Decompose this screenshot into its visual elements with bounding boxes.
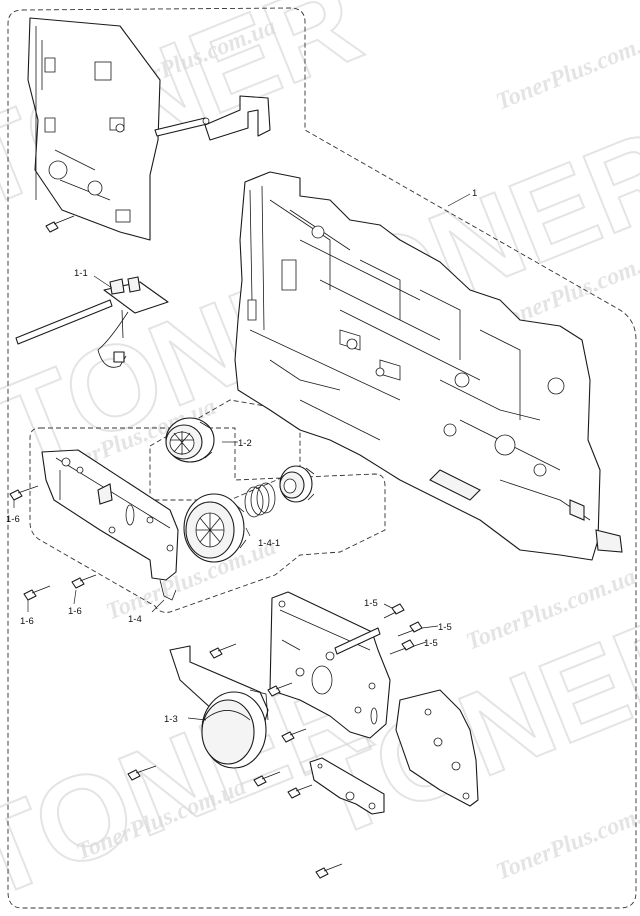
callout-frame: 1 bbox=[472, 188, 477, 199]
leader-lines bbox=[13, 193, 471, 721]
rear-bracket-plate bbox=[395, 689, 479, 807]
callout-labels: 1 1-1 1-2 1-4-1 1-6 1-6 1-6 1-4 1-5 1-5 … bbox=[6, 188, 477, 725]
callout-gear-small: 1-2 bbox=[238, 438, 252, 449]
screw-1-6-b bbox=[23, 585, 51, 601]
link-bar-part bbox=[309, 757, 385, 815]
callout-screw-1-5-a: 1-5 bbox=[364, 598, 378, 609]
callout-motor: 1-3 bbox=[164, 714, 178, 725]
motor-mount-plate bbox=[269, 591, 391, 739]
screws-1-5 bbox=[383, 603, 423, 655]
callout-sensor: 1-1 bbox=[74, 268, 88, 279]
screws-1-6 bbox=[9, 485, 97, 601]
callout-gear-spring: 1-4-1 bbox=[258, 538, 280, 549]
callout-screw-1-5-c: 1-5 bbox=[424, 638, 438, 649]
left-side-frame-plate bbox=[27, 17, 271, 241]
screw-1-5-c bbox=[389, 639, 415, 655]
sensor-part bbox=[15, 276, 169, 368]
spring-gear-part bbox=[244, 465, 315, 518]
callout-screw-1-6-c: 1-6 bbox=[68, 606, 82, 617]
screw-1-5-b bbox=[397, 621, 423, 637]
screw-1-6-c bbox=[71, 574, 97, 589]
gear-plate-part bbox=[41, 449, 179, 601]
callout-screw-1-6-a: 1-6 bbox=[6, 514, 20, 525]
main-frame-part bbox=[234, 171, 623, 561]
screw-top-plate bbox=[45, 215, 75, 233]
plate-assembly-outline bbox=[29, 427, 386, 613]
watermark-site-2: TonerPlus.com.ua bbox=[493, 24, 640, 116]
loose-screws bbox=[127, 643, 343, 879]
screw-1-6-a bbox=[9, 485, 39, 501]
callout-screw-1-6-b: 1-6 bbox=[20, 616, 34, 627]
watermark-site-8: TonerPlus.com.ua bbox=[493, 794, 640, 886]
small-gear-part bbox=[165, 417, 215, 463]
callout-plate-assembly: 1-4 bbox=[128, 614, 142, 625]
motor-part bbox=[169, 645, 269, 769]
large-gear-part bbox=[183, 493, 247, 563]
callout-screw-1-5-b: 1-5 bbox=[438, 622, 452, 633]
screw-1-5-a bbox=[383, 603, 405, 619]
frame-assembly-outline bbox=[7, 7, 637, 909]
